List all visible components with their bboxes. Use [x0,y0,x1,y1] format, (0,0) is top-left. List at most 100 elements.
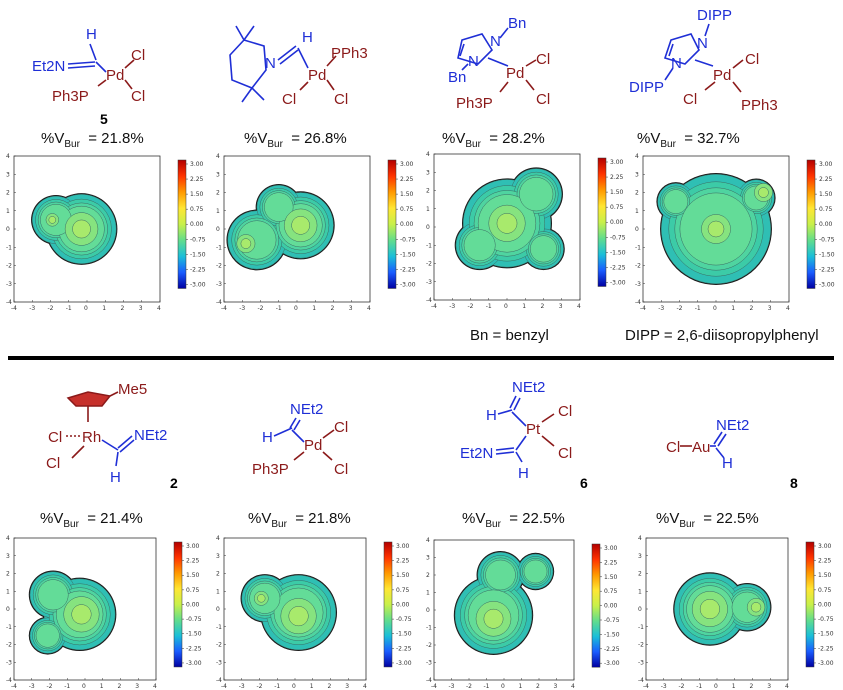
x-tick-label: -2 [47,683,53,690]
group-et2n: Et2N [460,445,493,462]
atom-h: H [86,26,97,43]
structure-compound-5: NEt2 H Pd Cl Cl Ph3P [252,401,348,478]
colorbar-tick-label: 2.25 [604,559,618,566]
metal-pd: Pd [304,437,322,454]
ligand-cl: Cl [131,47,145,64]
x-tick-label: -1 [486,303,492,310]
metal-pd: Pd [506,65,524,82]
colorbar-tick-label: -2.25 [819,266,835,273]
y-tick-label: 3 [638,553,642,560]
colorbar-tick-label: -0.75 [400,236,416,243]
atom-h: H [486,407,497,424]
colorbar-tick-label: -2.25 [396,645,412,652]
section-divider [8,356,834,360]
colorbar-tick-label: 3.00 [190,161,204,168]
x-tick-label: -3 [661,683,667,690]
y-tick-label: 0 [216,226,220,233]
y-tick-label: 3 [426,169,430,176]
y-tick-label: -3 [216,659,222,666]
colorbar-tick-label: -2.25 [186,645,202,652]
colorbar-tick-label: -1.50 [604,631,620,638]
x-tick-label: -2 [679,683,685,690]
x-tick-label: 3 [767,683,771,690]
x-tick-label: 4 [786,305,790,312]
x-tick-label: -2 [258,305,264,312]
y-tick-label: 2 [6,190,10,197]
x-tick-label: 4 [577,303,581,310]
colorbar-tick-label: 2.25 [819,176,833,183]
y-tick-label: -4 [216,677,222,684]
ligand-cl: Cl [334,461,348,478]
x-tick-label: 4 [367,305,371,312]
colorbar [177,159,187,289]
ligand-cl: Cl [131,88,145,105]
y-tick-label: 2 [6,571,10,578]
x-tick-label: 0 [82,683,86,690]
ligand-cl: Cl [334,91,348,108]
x-tick-label: 3 [139,305,143,312]
colorbar [383,541,393,668]
ligand-cl: Cl [334,419,348,436]
y-tick-label: -4 [426,297,432,304]
atom-n: N [697,35,708,52]
x-tick-label: 4 [785,683,789,690]
x-tick-label: -2 [677,305,683,312]
y-tick-label: -2 [216,642,222,649]
colorbar-tick-label: -0.75 [186,616,202,623]
ligand-pph3: PPh3 [741,97,778,114]
colorbar-tick-label: -1.50 [400,251,416,258]
y-tick-label: -1 [426,242,432,249]
x-tick-label: 2 [541,303,545,310]
structure-compound-5: H Et2N Pd Cl Cl Ph3P 5 [32,26,145,127]
steric-contour [656,173,776,285]
y-tick-label: -2 [426,642,432,649]
colorbar-tick-label: 0.75 [819,206,833,213]
y-tick-label: -2 [638,642,644,649]
ligand-cl: Cl [558,403,572,420]
y-tick-label: -2 [426,261,432,268]
atom-n: N [468,53,479,70]
note-dipp: DIPP = 2,6-diisopropylphenyl [625,327,819,344]
y-tick-label: 3 [635,171,639,178]
colorbar-tick-label: -0.75 [819,236,835,243]
atom-n: N [490,33,501,50]
x-tick-label: 3 [135,683,139,690]
y-tick-label: 3 [216,171,220,178]
y-tick-label: 3 [426,555,430,562]
y-tick-label: 2 [426,572,430,579]
colorbar-tick-label: 2.25 [400,176,414,183]
x-tick-label: 1 [102,305,106,312]
colorbar-tick-label: -0.75 [190,236,206,243]
vbur-label: %VBur = 26.8% [244,130,347,150]
y-tick-label: -3 [6,281,12,288]
colorbar-tick-label: -0.75 [610,234,626,241]
colorbar-tick-label: -0.75 [396,616,412,623]
colorbar-tick-label: 1.50 [396,572,410,579]
y-tick-label: -3 [426,660,432,667]
colorbar-tick-label: 0.00 [186,601,200,608]
x-tick-label: 1 [310,683,314,690]
colorbar [387,159,397,289]
x-tick-label: -3 [29,305,35,312]
colorbar-tick-label: 3.00 [819,161,833,168]
colorbar-tick-label: 3.00 [400,161,414,168]
x-tick-label: 4 [363,683,367,690]
x-tick-label: 1 [519,683,523,690]
colorbar-tick-label: -2.25 [190,266,206,273]
vbur-label: %VBur = 22.5% [656,510,759,530]
group-bn: Bn [508,15,526,32]
ligand-cl: Cl [745,51,759,68]
group-net2: NEt2 [134,427,167,444]
colorbar [597,157,607,287]
x-tick-label: -4 [221,683,227,690]
colorbar-tick-label: -1.50 [186,631,202,638]
x-tick-label: -4 [640,305,646,312]
metal-pd: Pd [713,67,731,84]
x-tick-label: -4 [431,683,437,690]
structure-nhc-dipp: DIPP N DIPP N Pd Cl Cl PPh3 [629,7,778,114]
y-tick-label: 1 [638,588,642,595]
